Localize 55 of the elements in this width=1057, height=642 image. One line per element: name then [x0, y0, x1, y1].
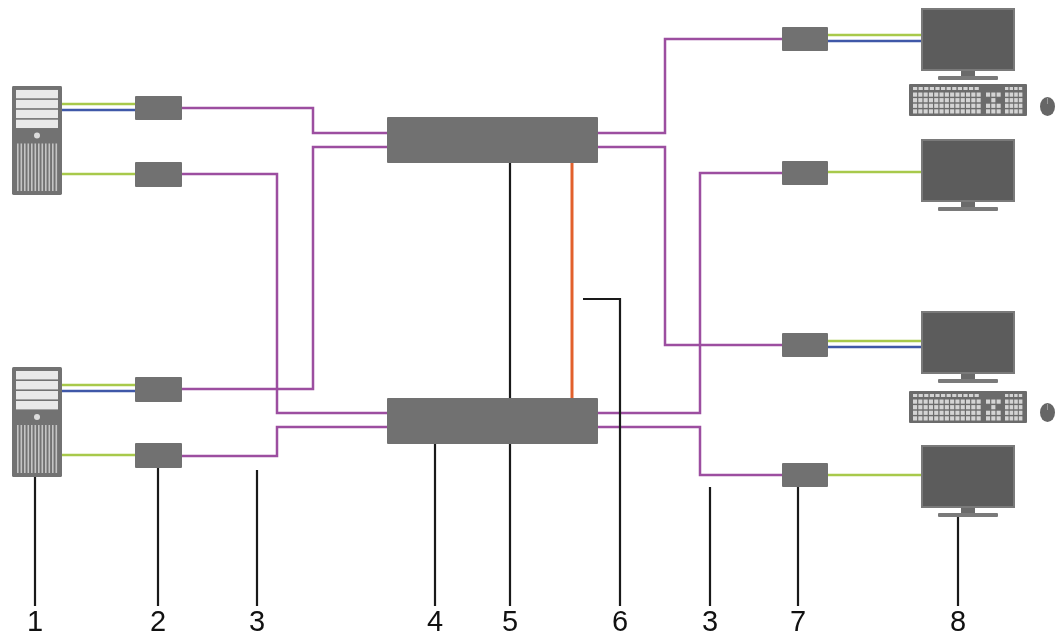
cable-line	[828, 39, 921, 43]
cable-line	[598, 37, 782, 135]
leader-line	[433, 444, 437, 606]
cable-line	[828, 473, 921, 477]
callout-number: 4	[422, 606, 448, 636]
leader-line	[796, 487, 800, 606]
extender-module	[135, 96, 182, 120]
extender-module	[135, 443, 182, 468]
leader-line	[156, 468, 160, 606]
leader-line	[583, 297, 622, 606]
cable-line	[828, 33, 921, 37]
cable-line	[62, 102, 135, 106]
monitor-drawing	[921, 311, 1015, 383]
cable-line	[828, 339, 921, 343]
cable-line	[182, 106, 387, 135]
callout-number: 6	[607, 606, 633, 636]
callout-number: 7	[785, 606, 811, 636]
cable-line	[62, 383, 135, 387]
extender-module	[782, 161, 828, 185]
leader-line	[708, 487, 712, 606]
leader-line	[508, 163, 512, 606]
cable-line	[62, 172, 135, 176]
cable-line	[828, 170, 921, 174]
cable-line	[598, 145, 782, 347]
extender-module	[782, 27, 828, 51]
leader-line	[255, 470, 259, 606]
matrix-switch	[387, 398, 598, 444]
callout-number: 1	[22, 606, 48, 636]
callout-number: 8	[945, 606, 971, 636]
monitor-drawing	[921, 139, 1015, 211]
cable-line	[828, 345, 921, 349]
extender-module	[782, 463, 828, 487]
cable-line	[182, 172, 387, 415]
leader-line	[956, 517, 960, 606]
cable-line	[62, 108, 135, 112]
leader-line	[33, 477, 37, 606]
extender-module	[135, 377, 182, 402]
cable-line	[570, 163, 574, 398]
callout-number: 3	[244, 606, 270, 636]
computer-tower-drawing	[12, 367, 62, 477]
cable-line	[182, 425, 387, 458]
matrix-switch	[387, 117, 598, 163]
computer-tower-drawing	[12, 86, 62, 195]
callout-number: 5	[497, 606, 523, 636]
callout-number: 2	[145, 606, 171, 636]
cable-line	[182, 145, 387, 391]
extender-module	[782, 333, 828, 357]
cable-line	[62, 389, 135, 393]
cable-line	[598, 171, 782, 415]
extender-module	[135, 162, 182, 187]
callout-number: 3	[697, 606, 723, 636]
cable-line	[62, 453, 135, 457]
monitor-drawing	[921, 8, 1015, 80]
cable-line	[598, 425, 782, 477]
monitor-drawing	[921, 445, 1015, 517]
